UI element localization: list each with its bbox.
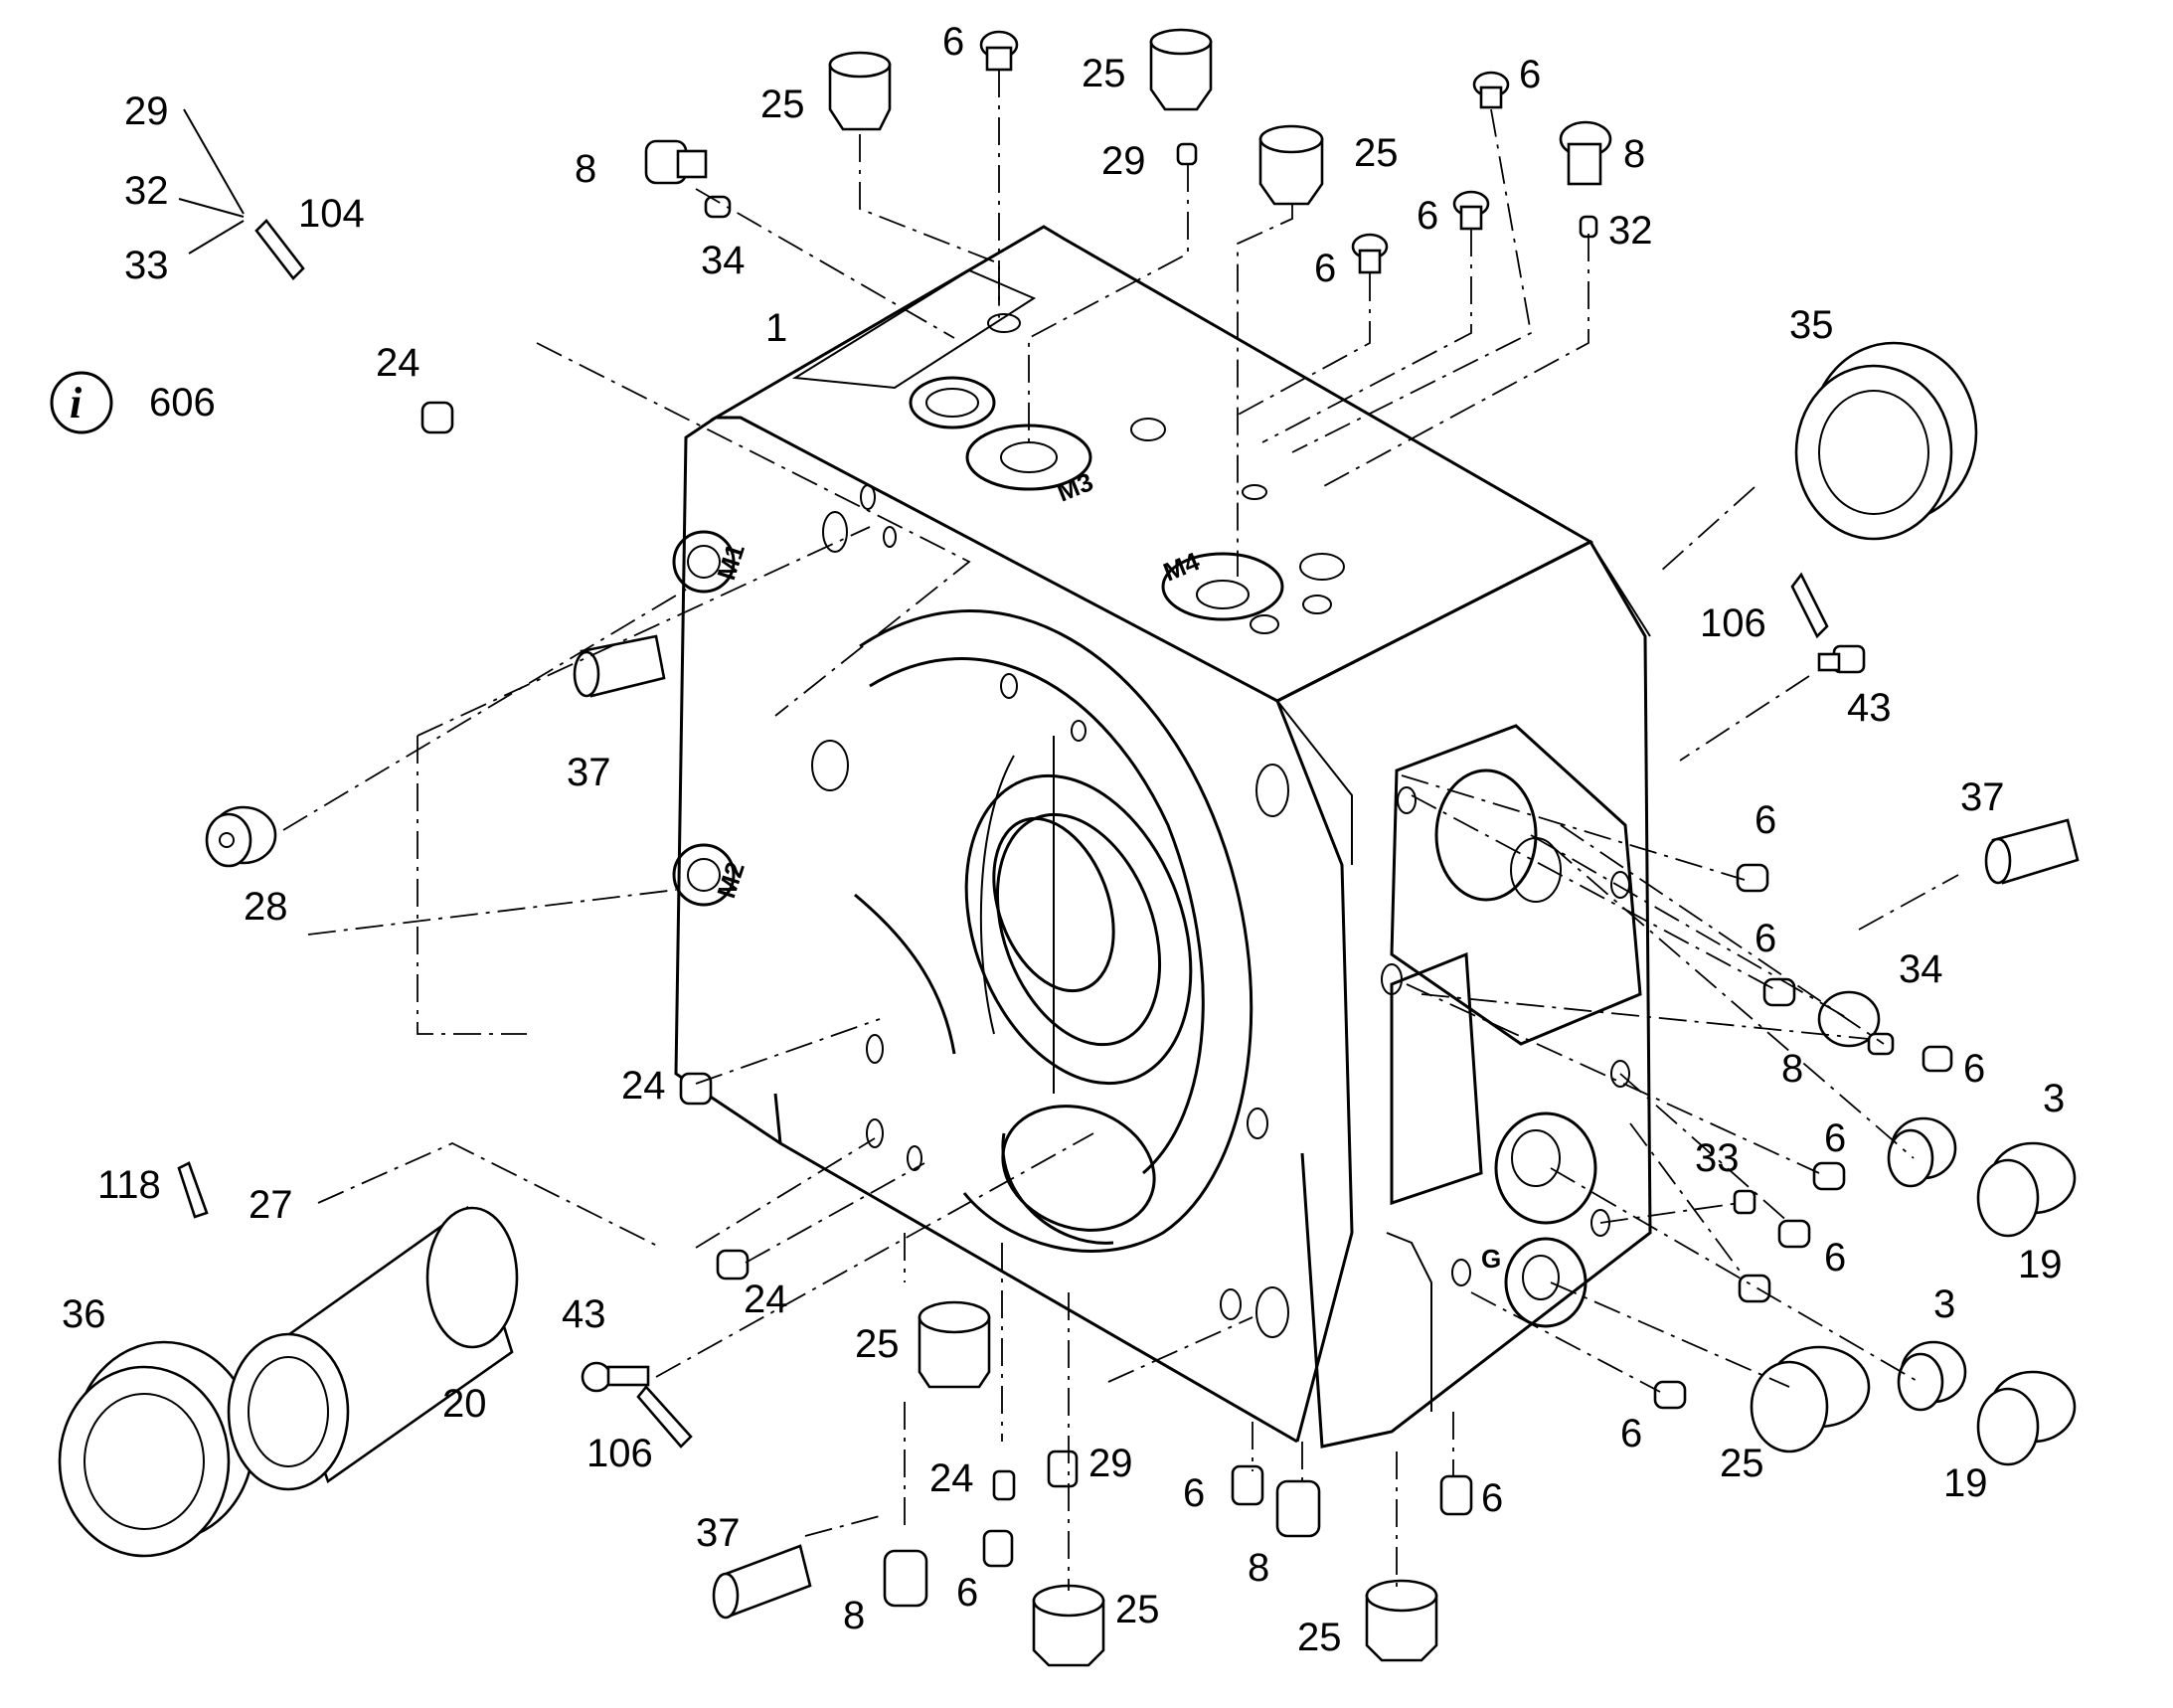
callout: 8 (1248, 1546, 1269, 1590)
callout: 6 (1755, 798, 1776, 842)
callout: 29 (124, 89, 169, 133)
housing-body (672, 225, 1652, 1449)
callout-labels: 29 32 33 104 8 34 25 6 25 29 25 6 8 6 6 … (62, 20, 2065, 1659)
port-label-m3: M3 (1053, 466, 1097, 507)
callout: 8 (1623, 132, 1645, 176)
callout: 25 (855, 1322, 900, 1366)
callout: 6 (942, 20, 964, 64)
info-ref-label: 606 (149, 381, 216, 425)
callout: 27 (249, 1183, 293, 1227)
info-symbol: i (70, 379, 83, 427)
port-label-m1: M1 (711, 540, 751, 584)
callout: 19 (1943, 1461, 1988, 1505)
callout: 33 (124, 244, 169, 287)
callout: 25 (1354, 131, 1399, 175)
callout: 43 (562, 1292, 606, 1336)
callout: 106 (586, 1432, 653, 1475)
callout: 34 (701, 239, 746, 282)
callout: 8 (1781, 1047, 1803, 1091)
callout: 29 (1088, 1442, 1133, 1485)
callout: 8 (575, 147, 596, 191)
callout: 3 (2043, 1077, 2065, 1120)
callout: 118 (97, 1163, 161, 1207)
callout: 29 (1101, 139, 1146, 183)
callout: 6 (1824, 1116, 1846, 1160)
callout: 25 (1115, 1588, 1160, 1631)
callout: 28 (244, 885, 288, 929)
callout: 37 (1960, 775, 2005, 819)
callout: 35 (1789, 303, 1834, 347)
callout: 6 (956, 1571, 978, 1615)
callout: 24 (376, 341, 420, 385)
callout: 6 (1183, 1471, 1205, 1515)
leader-lines (178, 70, 1959, 1591)
callout: 106 (1700, 601, 1766, 645)
callout: 24 (621, 1064, 666, 1108)
callout: 6 (1519, 53, 1541, 96)
callout: 8 (843, 1594, 865, 1637)
callout: 6 (1417, 194, 1438, 238)
callout: 6 (1824, 1236, 1846, 1280)
loose-parts (50, 28, 2080, 1667)
callout: 24 (744, 1278, 788, 1321)
callout: 32 (124, 169, 169, 213)
port-markings: M1 M2 M3 M4 G (711, 466, 1501, 1274)
callout: 33 (1695, 1136, 1740, 1180)
callout: 25 (1297, 1616, 1342, 1659)
callout: 43 (1847, 686, 1892, 730)
callout: 6 (1481, 1476, 1503, 1520)
callout: 3 (1933, 1282, 1955, 1326)
callout: 37 (696, 1511, 741, 1555)
callout: 24 (929, 1456, 974, 1500)
callout: 6 (1755, 917, 1776, 960)
callout: 25 (1082, 52, 1126, 95)
callout: 20 (442, 1382, 487, 1426)
callout: 19 (2018, 1243, 2063, 1286)
port-label-g: G (1481, 1244, 1501, 1274)
callout: 104 (298, 192, 365, 236)
info-icon (50, 371, 113, 434)
port-label-m4: M4 (1159, 546, 1204, 588)
callout: 32 (1608, 209, 1653, 253)
callout: 36 (62, 1292, 106, 1336)
callout: 6 (1314, 247, 1336, 290)
callout: 6 (1620, 1412, 1642, 1455)
callout: 25 (760, 83, 805, 126)
callout: 1 (765, 306, 787, 350)
callout: 6 (1963, 1047, 1985, 1091)
callout: 34 (1899, 947, 1943, 991)
callout: 37 (567, 751, 611, 794)
callout: 25 (1720, 1442, 1764, 1485)
